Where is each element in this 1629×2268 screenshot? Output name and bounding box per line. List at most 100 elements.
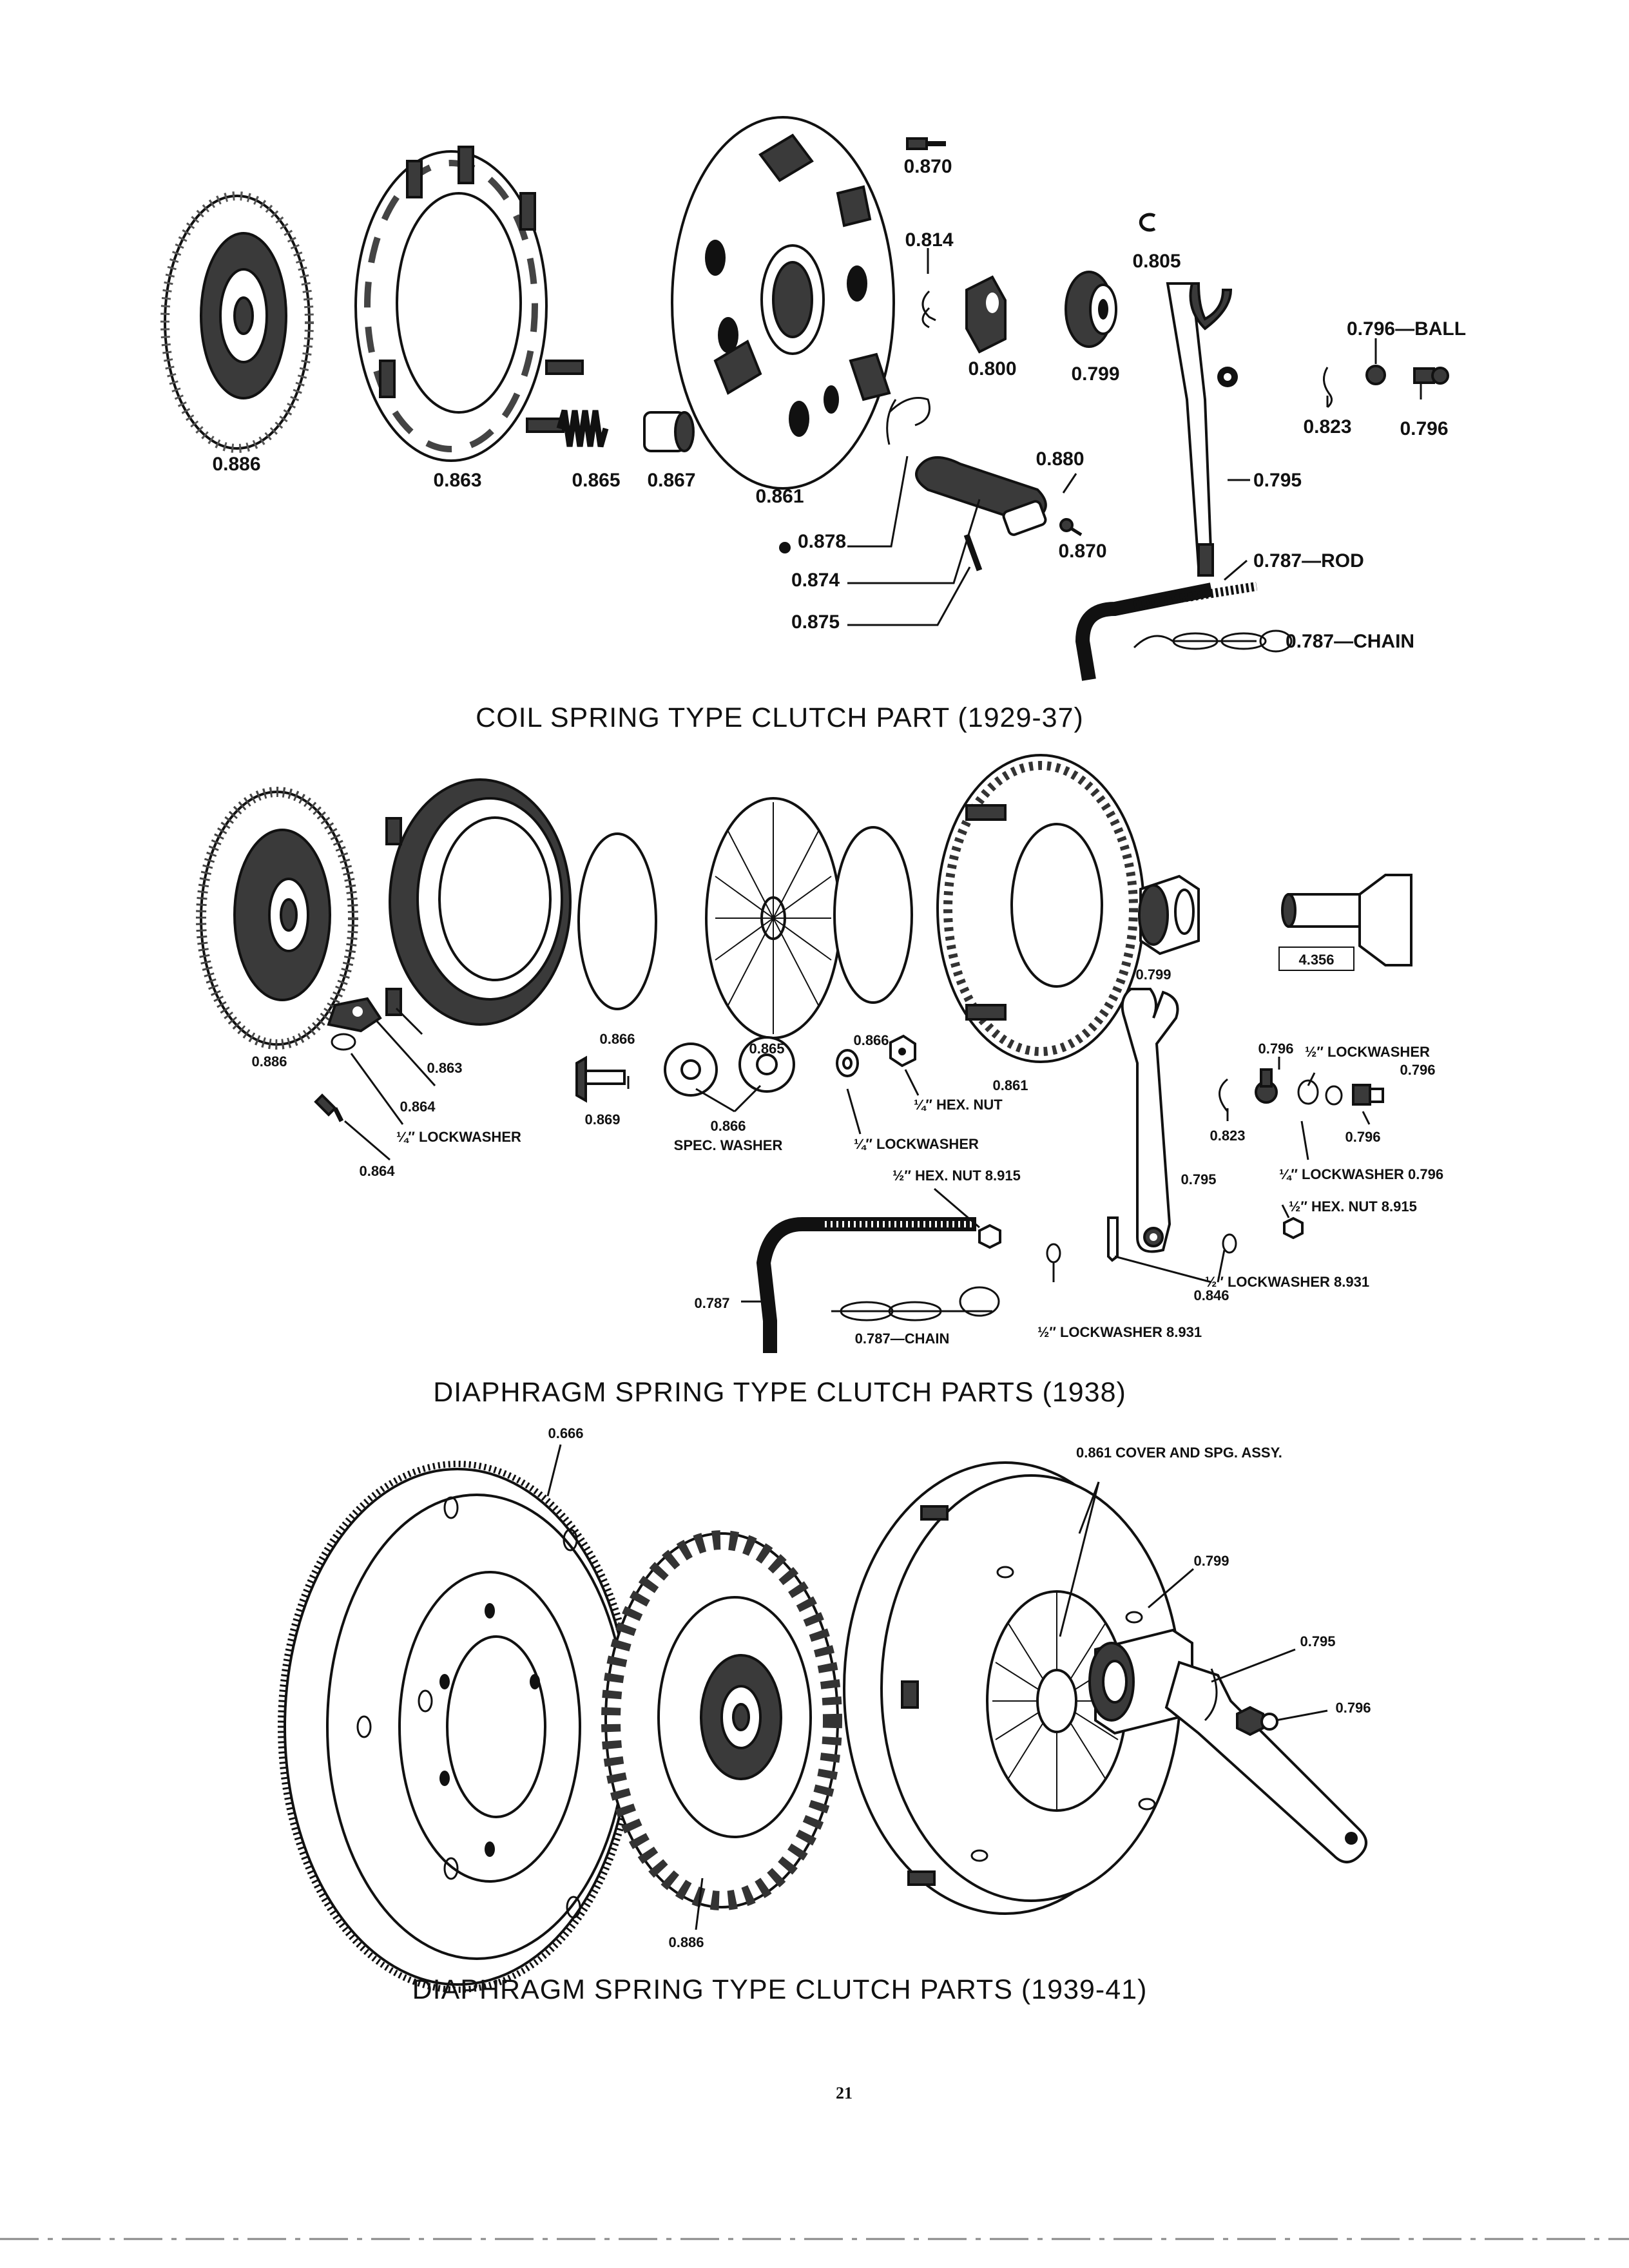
- label-795: 0.795: [1253, 470, 1302, 491]
- label-787-b: 0.787: [694, 1295, 729, 1311]
- caption-diaphragm-1939-41: DIAPHRAGM SPRING TYPE CLUTCH PARTS (1939…: [412, 1974, 1148, 2005]
- label-799: 0.799: [1071, 363, 1119, 385]
- label-4356: 4.356: [1298, 952, 1334, 968]
- label-hex-nut-mid: ¼″ HEX. NUT: [914, 1097, 1003, 1113]
- label-866-right: 0.866: [853, 1032, 889, 1048]
- label-823: 0.823: [1303, 416, 1351, 437]
- clip-814: [921, 290, 936, 329]
- release-fork-795-b: [1121, 988, 1179, 1253]
- flywheel-666: [278, 1461, 637, 1993]
- clutch-disc-886: [160, 191, 314, 453]
- leaders-section-2: [344, 1007, 1371, 1303]
- spring-clip-823-b: [1219, 1078, 1229, 1112]
- chain-787-b: [831, 1286, 1000, 1321]
- stud-796-b: [1352, 1084, 1384, 1106]
- label-hex-nut-left: ½″ HEX. NUT 8.915: [892, 1168, 1021, 1184]
- label-796: 0.796: [1400, 418, 1448, 439]
- label-886-b: 0.886: [251, 1053, 287, 1070]
- ball-stud-796: [1413, 367, 1449, 385]
- clutch-disc-886-c: [601, 1530, 842, 1910]
- label-875: 0.875: [791, 611, 840, 633]
- lockwasher-half-b: [1297, 1079, 1343, 1106]
- leaders-section-3: [546, 1444, 1328, 1930]
- label-lockwasher-top-num: 0.796: [1400, 1062, 1435, 1078]
- snap-ring-805: [1139, 213, 1156, 232]
- release-fork-795: [1166, 282, 1238, 577]
- hex-nut-left: [978, 1224, 1001, 1249]
- cup-867: [643, 411, 695, 452]
- label-spec-washer: SPEC. WASHER: [674, 1137, 783, 1153]
- clutch-disc-886-b: [196, 787, 358, 1050]
- cover-861: [671, 116, 895, 490]
- label-863-b: 0.863: [427, 1060, 462, 1076]
- labels-section-1: 0.886 0.863 0.865 0.867 0.861 0.870 0.81…: [212, 156, 1466, 652]
- bolt-870-top: [906, 137, 946, 150]
- label-lockwasher-796: ¼″ LOCKWASHER 0.796: [1279, 1166, 1443, 1182]
- spring-865: [556, 409, 609, 448]
- label-870-top: 0.870: [903, 156, 952, 177]
- label-864: 0.864: [400, 1099, 436, 1115]
- label-874: 0.874: [791, 570, 840, 591]
- label-861-b: 0.861: [992, 1077, 1028, 1093]
- section-diaphragm-1938: 0.886 0.863 0.864 ¼″ LOCKWASHER 0.864 0.…: [196, 754, 1443, 1408]
- label-lockwasher-top: ½″ LOCKWASHER: [1305, 1044, 1430, 1060]
- link-plate-880: [915, 456, 1047, 536]
- bearing-799: [1065, 271, 1117, 348]
- leaders-section-1: [847, 248, 1422, 626]
- caption-coil-spring: COIL SPRING TYPE CLUTCH PART (1929-37): [476, 702, 1084, 733]
- label-796-top: 0.796: [1258, 1041, 1293, 1057]
- label-lockwasher-right: ½″ LOCKWASHER 8.931: [1205, 1274, 1369, 1290]
- label-800: 0.800: [968, 358, 1016, 380]
- pressure-plate-863-b: [385, 778, 572, 1026]
- label-796-b: 0.796: [1345, 1129, 1380, 1145]
- cover-861-b: [936, 754, 1145, 1063]
- label-869: 0.869: [584, 1111, 620, 1128]
- label-805: 0.805: [1132, 251, 1181, 272]
- section-diaphragm-1939-41: 0.666 0.861 COVER AND SPG. ASSY. 0.799 0…: [278, 1425, 1371, 2005]
- bracket-846: [1107, 1216, 1119, 1262]
- label-lockwasher-mid: ¼″ LOCKWASHER: [854, 1136, 979, 1152]
- chain-787: [1133, 629, 1293, 653]
- label-870-small: 0.870: [1058, 541, 1106, 562]
- section-coil-spring: 0.886 0.863 0.865 0.867 0.861 0.870 0.81…: [160, 116, 1466, 733]
- label-796-ball: 0.796—BALL: [1347, 318, 1466, 340]
- label-864-bolt: 0.864: [359, 1163, 395, 1179]
- label-886: 0.886: [212, 454, 260, 475]
- label-866-spec: 0.866: [710, 1118, 746, 1134]
- label-lockwasher-quarter: ¼″ LOCKWASHER: [396, 1129, 521, 1145]
- label-795-b: 0.795: [1181, 1171, 1216, 1187]
- label-799-b: 0.799: [1135, 966, 1171, 983]
- label-787-chain: 0.787—CHAIN: [1286, 631, 1414, 652]
- label-880: 0.880: [1036, 448, 1084, 470]
- cover-assy-861: [843, 1461, 1182, 1915]
- hex-nut-right: [1283, 1216, 1304, 1240]
- label-865: 0.865: [572, 470, 620, 491]
- label-861-cover-assy: 0.861 COVER AND SPG. ASSY.: [1076, 1445, 1282, 1461]
- label-846: 0.846: [1193, 1287, 1229, 1303]
- shaft-4356: [1281, 874, 1412, 966]
- bolt-870-small: [1059, 518, 1083, 537]
- label-hex-nut-right: ½″ HEX. NUT 8.915: [1289, 1198, 1417, 1215]
- label-787-chain-b: 0.787—CHAIN: [855, 1331, 950, 1347]
- ring-866-right: [833, 826, 913, 1004]
- pin-875: [963, 533, 983, 572]
- ring-866-left: [577, 832, 657, 1010]
- diaphragm-865: [705, 797, 842, 1039]
- label-796-c: 0.796: [1335, 1700, 1371, 1716]
- spring-clip-823: [1323, 367, 1333, 408]
- label-823-b: 0.823: [1210, 1128, 1245, 1144]
- label-799-c: 0.799: [1193, 1553, 1229, 1569]
- lockwasher-right: [1222, 1233, 1237, 1254]
- label-865-b: 0.865: [749, 1041, 784, 1057]
- label-lockwasher-bottom: ½″ LOCKWASHER 8.931: [1037, 1324, 1202, 1340]
- label-867: 0.867: [647, 470, 695, 491]
- label-878: 0.878: [798, 531, 846, 552]
- bearing-hub-800: [965, 275, 1007, 354]
- washer-864: [331, 1033, 356, 1051]
- lockwasher-bottom: [1046, 1243, 1061, 1264]
- label-866-left: 0.866: [599, 1031, 635, 1047]
- release-fork-795-c: [1164, 1660, 1367, 1863]
- pin-878: [886, 397, 930, 445]
- label-795-c: 0.795: [1300, 1633, 1335, 1649]
